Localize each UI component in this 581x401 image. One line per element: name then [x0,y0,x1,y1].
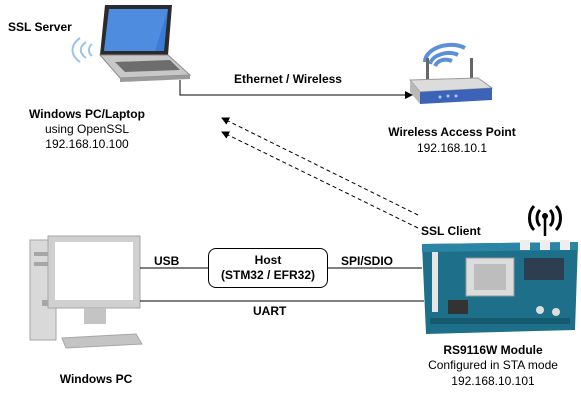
router-icon [408,42,494,104]
rs9116w-board-icon [422,240,578,334]
ethernet-wireless-arrow [179,80,413,99]
spi-sdio-label: SPI/SDIO [341,254,394,268]
module-ip-label: 192.168.10.101 [451,374,535,388]
module-mode-label: Configured in STA mode [428,358,558,372]
ssl-client-label: SSL Client [421,224,481,238]
host-title: Host [254,253,282,267]
ap-ip-label: 192.168.10.1 [416,141,488,155]
desktop-pc-icon [29,235,143,349]
host-box: Host (STM32 / EFR32) [208,248,328,288]
dashed-arrow-upper [221,117,419,216]
server-ip-label: 192.168.10.100 [45,137,129,151]
uart-label: UART [253,304,287,318]
ssl-server-label: SSL Server [8,20,72,34]
host-subtitle: (STM32 / EFR32) [220,268,316,282]
windows-pc-laptop-label: Windows PC/Laptop [29,107,145,121]
antenna-icon [528,204,562,236]
laptop-icon [71,5,192,82]
wireless-ap-label: Wireless Access Point [388,125,516,139]
ethernet-wireless-label: Ethernet / Wireless [234,72,342,86]
usb-label: USB [154,254,180,268]
using-openssl-label: using OpenSSL [44,122,130,136]
dashed-arrow-lower [221,131,419,229]
module-name-label: RS9116W Module [443,343,543,357]
windows-pc-label: Windows PC [59,372,133,386]
